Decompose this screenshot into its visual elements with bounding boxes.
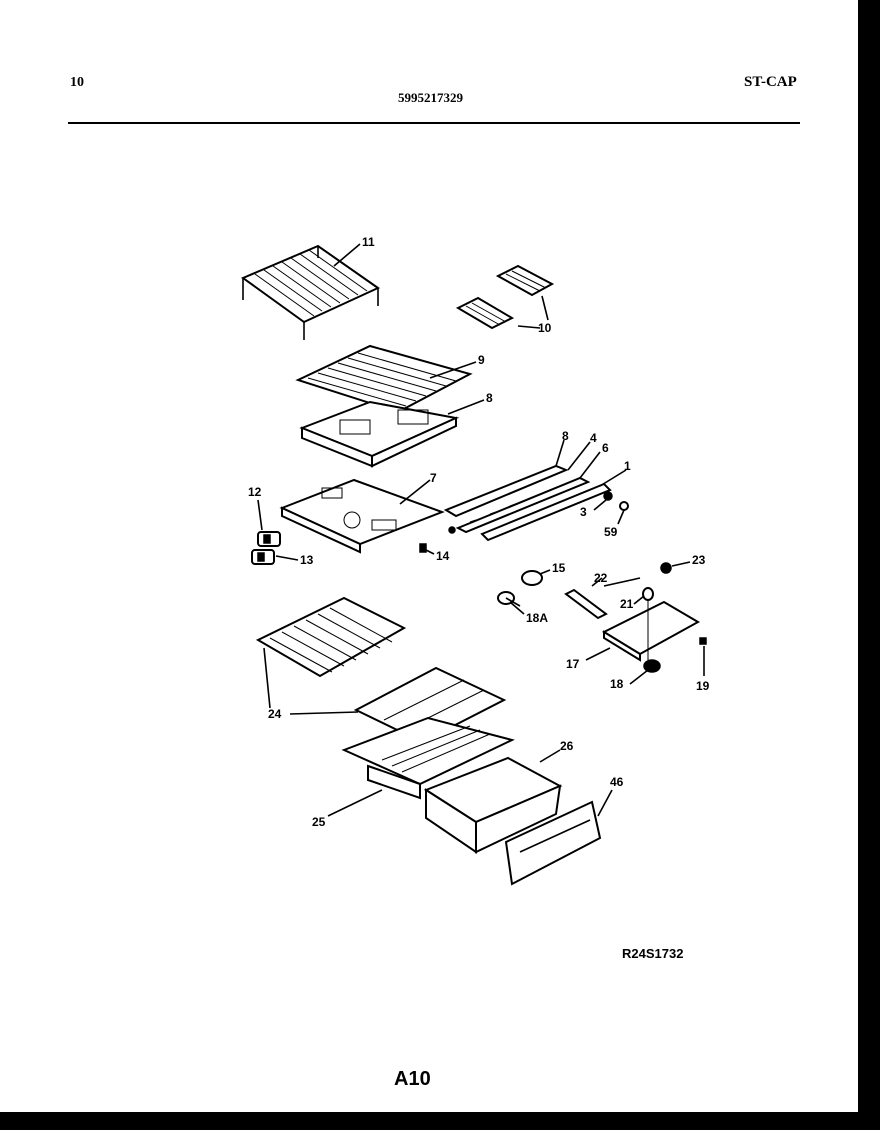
crisper-drawer-part	[423, 756, 563, 854]
callout-23: 23	[692, 553, 706, 567]
callout-4: 4	[590, 431, 597, 445]
callout-18a: 18A	[526, 611, 548, 625]
callout-15: 15	[552, 561, 566, 575]
header-rule	[68, 122, 800, 124]
callout-24: 24	[268, 707, 282, 721]
callout-8-frame: 8	[486, 391, 493, 405]
callout-11: 11	[362, 235, 375, 249]
rail-assembly-part	[443, 464, 629, 542]
callout-8-rail: 8	[562, 429, 569, 443]
page-number: 10	[70, 75, 84, 90]
callout-9: 9	[478, 353, 485, 367]
drawer-front-part	[504, 800, 602, 886]
part-number: 5995217329	[398, 90, 463, 105]
callout-21: 21	[620, 597, 634, 611]
page-id: A10	[394, 1068, 431, 1090]
callout-7: 7	[430, 471, 437, 485]
glass-shelf-part	[255, 596, 507, 744]
callout-12: 12	[248, 485, 262, 499]
scan-edge-right	[858, 0, 880, 1130]
small-tray-part	[455, 264, 555, 330]
bracket-part	[251, 531, 281, 565]
callout-6: 6	[602, 441, 609, 455]
callout-19: 19	[696, 679, 710, 693]
callout-10: 10	[538, 321, 552, 335]
callout-leaders	[257, 243, 705, 817]
callout-26: 26	[560, 739, 574, 753]
callout-3: 3	[580, 505, 587, 519]
callout-labels: 11 10 9 8 8 4 6 1 7 12 13 14 3 59 15 18A…	[248, 235, 710, 829]
shelf-frame-part	[299, 400, 460, 468]
callout-25: 25	[312, 815, 326, 829]
wire-shelf-part	[240, 244, 381, 340]
callout-13: 13	[300, 553, 314, 567]
control-housing-part	[601, 562, 707, 673]
rod-part	[564, 577, 641, 620]
callout-22: 22	[594, 571, 608, 585]
callout-18: 18	[610, 677, 624, 691]
callout-59: 59	[604, 525, 618, 539]
knob-part	[497, 570, 543, 607]
callout-17: 17	[566, 657, 580, 671]
slide-shelf-part	[295, 344, 473, 414]
callout-46: 46	[610, 775, 624, 789]
scan-edge-bottom	[0, 1112, 880, 1130]
callout-14: 14	[436, 549, 450, 563]
crisper-cover-part	[341, 716, 515, 800]
screw-part	[419, 543, 427, 553]
model-code: ST-CAP	[744, 74, 797, 90]
drawing-code: R24S1732	[622, 946, 684, 961]
shelf-cover-part	[279, 478, 445, 554]
callout-1: 1	[624, 459, 631, 473]
